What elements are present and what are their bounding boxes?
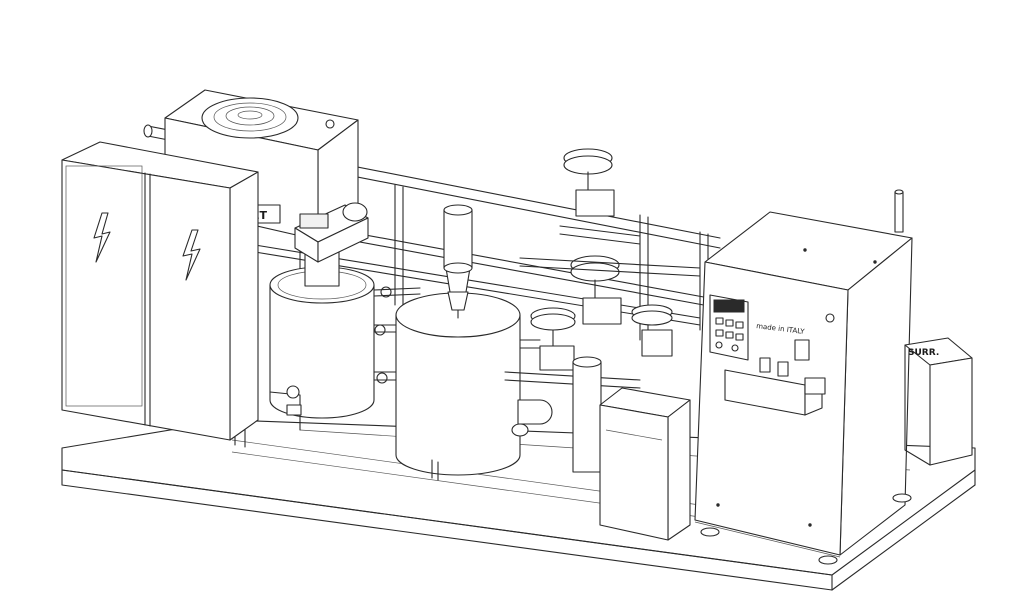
actuator-valve xyxy=(631,304,673,357)
left-tank xyxy=(269,202,375,431)
actuator-valve xyxy=(570,255,622,325)
pipe-fittings xyxy=(373,286,541,384)
svg-text:SURR.: SURR. xyxy=(908,348,939,358)
electrical-cabinet xyxy=(61,141,259,441)
high-voltage-icon xyxy=(93,212,111,263)
central-tank xyxy=(395,204,553,481)
chimney-stack xyxy=(894,189,904,233)
cabinet-feet xyxy=(700,493,912,565)
cyclone xyxy=(443,204,473,319)
control-panel-cabinet: made in ITALY xyxy=(694,189,913,565)
hmi-display xyxy=(709,294,749,361)
drain-valve xyxy=(269,385,302,431)
high-voltage-icon xyxy=(182,229,201,281)
valve-tree xyxy=(504,148,701,473)
agitator-motor xyxy=(294,202,369,263)
manifold-block xyxy=(724,339,826,416)
filter-box xyxy=(599,387,691,541)
surr-unit: SURR. xyxy=(904,337,973,466)
actuator-valve xyxy=(530,307,576,371)
inlet-elbow xyxy=(511,399,553,437)
actuator-valve xyxy=(563,148,615,217)
